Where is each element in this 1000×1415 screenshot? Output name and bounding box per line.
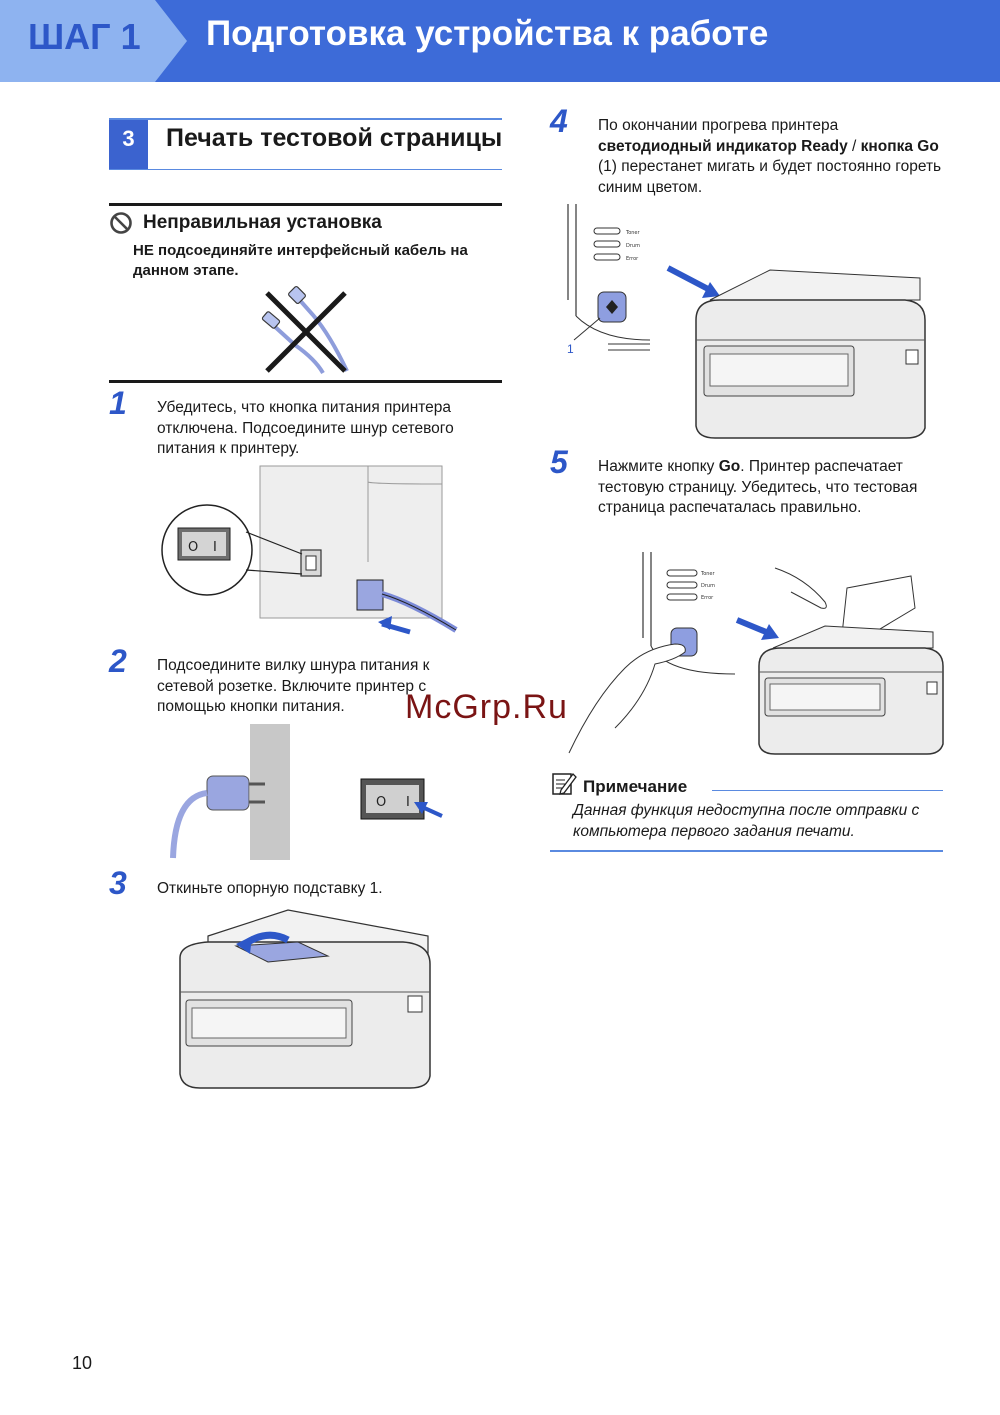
led-label-drum: Drum bbox=[626, 243, 640, 249]
step-5-go-button: Go bbox=[718, 458, 741, 475]
section-title: Печать тестовой страницы bbox=[166, 124, 503, 152]
page-title: Подготовка устройства к работе bbox=[206, 14, 769, 53]
led2-label-toner: Toner bbox=[700, 571, 716, 577]
step-4-text-after: (1) перестанет мигать и будет постоянно … bbox=[598, 158, 942, 196]
switch-off-mark: O bbox=[188, 540, 198, 555]
step-2-number: 2 bbox=[109, 643, 127, 679]
section-top-rule bbox=[109, 118, 502, 120]
step-2-text: Подсоедините вилку шнура питания к сетев… bbox=[157, 657, 430, 715]
step-label: ШАГ 1 bbox=[28, 16, 141, 57]
led-label-error: Error bbox=[626, 256, 639, 262]
step-1-number: 1 bbox=[109, 385, 127, 421]
printer-test-page-illustration: Toner Drum Error bbox=[568, 552, 944, 755]
led-label-toner: Toner bbox=[625, 230, 641, 236]
step-4-text-before: По окончании прогрева принтера bbox=[598, 117, 839, 134]
step-3-text: Откиньте опорную подставку 1. bbox=[157, 880, 383, 897]
step-5-text-after: . Принтер распечатает тестовую страницу.… bbox=[598, 458, 918, 516]
prohibited-icon bbox=[110, 212, 132, 234]
switch2-on-mark: I bbox=[406, 795, 410, 810]
step-tab bbox=[0, 0, 155, 82]
step-4-go-button: кнопка Go bbox=[860, 137, 939, 155]
step-5-number: 5 bbox=[550, 444, 568, 480]
power-switch-on-illustration: O I bbox=[360, 778, 443, 820]
step-3-number: 3 bbox=[109, 865, 127, 901]
switch-on-mark: I bbox=[213, 540, 217, 555]
led2-label-drum: Drum bbox=[701, 583, 715, 589]
section-number-badge: 3 bbox=[109, 120, 148, 170]
printer-ready-led-illustration: Toner Drum Error 1 bbox=[567, 204, 926, 439]
wall-outlet-plug-illustration bbox=[170, 724, 290, 860]
step-5-text: Нажмите кнопку Go. Принтер распечатает т… bbox=[598, 457, 943, 519]
step-4-number: 4 bbox=[550, 103, 568, 139]
note-title-rule bbox=[712, 790, 943, 791]
watermark: McGrp.Ru bbox=[405, 688, 568, 726]
note-text: Данная функция недоступна после отправки… bbox=[573, 802, 920, 840]
section-bottom-rule bbox=[109, 169, 502, 170]
warning-top-rule bbox=[109, 203, 502, 206]
note-bottom-rule bbox=[550, 850, 943, 852]
step-4-text: По окончании прогрева принтера светодиод… bbox=[598, 116, 948, 198]
warning-bottom-rule bbox=[109, 380, 502, 383]
warning-title: Неправильная установка bbox=[143, 212, 382, 233]
power-cord-connection-illustration: O I bbox=[161, 465, 458, 635]
usb-cable-crossed-icon bbox=[261, 286, 349, 375]
warning-text: НЕ подсоединяйте интерфейсный кабель на … bbox=[133, 242, 468, 279]
note-pencil-icon bbox=[552, 773, 577, 795]
step-5-text-before: Нажмите кнопку bbox=[598, 458, 719, 475]
printer-support-flap-illustration bbox=[179, 909, 431, 1089]
led2-label-error: Error bbox=[701, 595, 714, 601]
switch2-off-mark: O bbox=[376, 795, 386, 810]
step-1-text: Убедитесь, что кнопка питания принтера о… bbox=[157, 399, 454, 457]
step-tab-arrow bbox=[155, 0, 187, 82]
step-4-ready-led: светодиодный индикатор Ready bbox=[598, 137, 848, 155]
page-number: 10 bbox=[72, 1353, 93, 1373]
callout-1: 1 bbox=[567, 342, 574, 356]
step-4-text-mid: / bbox=[847, 137, 861, 155]
note-title: Примечание bbox=[583, 777, 688, 796]
